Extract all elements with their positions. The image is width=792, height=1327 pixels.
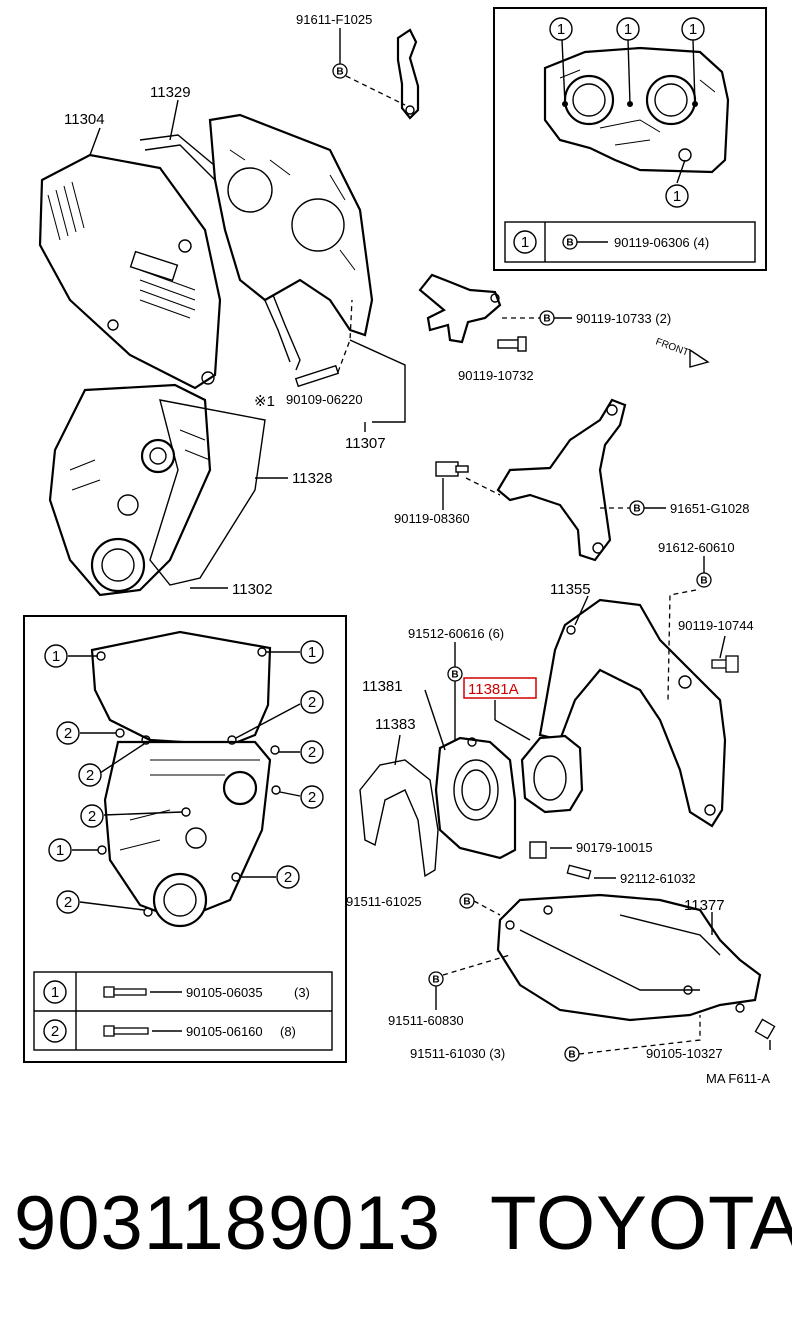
label-11328: 11328 xyxy=(292,470,333,487)
svg-text:1: 1 xyxy=(689,21,697,38)
inset-top-part-label: 90119-06306 (4) xyxy=(614,235,709,250)
callout-1-c: 1 xyxy=(681,17,705,41)
label-11329: 11329 xyxy=(150,84,191,101)
bolt-badge: B xyxy=(562,234,578,250)
callout-1-a: 1 xyxy=(549,17,573,41)
legend-row-2: 2 90105-06160 (8) xyxy=(43,1019,296,1043)
left-callout-2-g: 2 xyxy=(276,865,300,889)
svg-text:B: B xyxy=(463,897,470,908)
legend-callout-1: 1 xyxy=(513,230,537,254)
label-91511-60830: 91511-60830 xyxy=(388,1013,464,1028)
svg-text:1: 1 xyxy=(51,984,59,1001)
label-90109: 90109-06220 xyxy=(286,392,363,407)
label-91512: 91512-60616 (6) xyxy=(408,626,504,641)
label-90119-10744: 90119-10744 xyxy=(678,618,754,633)
svg-text:1: 1 xyxy=(52,648,60,665)
svg-text:90105-06035: 90105-06035 xyxy=(186,985,263,1000)
label-90119-10733: 90119-10733 (2) xyxy=(576,311,671,326)
left-callout-2-c: 2 xyxy=(78,763,102,787)
left-callout-1-b: 1 xyxy=(300,640,324,664)
svg-text:B: B xyxy=(568,1050,575,1061)
label-11381: 11381 xyxy=(362,678,403,695)
label-11302: 11302 xyxy=(232,581,273,598)
left-callout-2-d: 2 xyxy=(300,740,324,764)
left-callout-2-h: 2 xyxy=(56,890,80,914)
svg-text:1: 1 xyxy=(557,21,565,38)
svg-text:B: B xyxy=(543,314,550,325)
left-callout-1-c: 1 xyxy=(48,838,72,862)
svg-text:2: 2 xyxy=(308,694,316,711)
svg-text:B: B xyxy=(336,67,343,78)
label-90119-10732: 90119-10732 xyxy=(458,368,534,383)
brand-name: TOYOTA xyxy=(490,1181,792,1266)
diagram-code: MA F611-A xyxy=(706,1071,770,1086)
label-91511-61025: 91511-61025 xyxy=(346,894,422,909)
svg-text:B: B xyxy=(451,670,458,681)
svg-text:1: 1 xyxy=(308,644,316,661)
svg-text:1: 1 xyxy=(624,21,632,38)
badge-91511-60830: B xyxy=(428,971,444,987)
svg-text:1: 1 xyxy=(521,234,529,251)
badge-91511-61025: B xyxy=(459,893,475,909)
label-91612: 91612-60610 xyxy=(658,540,735,555)
svg-text:1: 1 xyxy=(56,842,64,859)
part-number: 9031189013 xyxy=(14,1181,442,1266)
svg-text:2: 2 xyxy=(284,869,292,886)
left-callout-2-e: 2 xyxy=(300,785,324,809)
svg-text:2: 2 xyxy=(86,767,94,784)
inset-top-right: 1 1 1 1 1 B 90119-06306 (4) xyxy=(493,7,767,271)
svg-text:2: 2 xyxy=(88,808,96,825)
left-callout-1-a: 1 xyxy=(44,644,68,668)
callout-1-d: 1 xyxy=(665,184,689,208)
svg-text:B: B xyxy=(700,576,707,587)
svg-text:B: B xyxy=(566,238,573,249)
label-90179: 90179-10015 xyxy=(576,840,653,855)
bracket-91611: B 91611-F1025 xyxy=(296,12,420,120)
svg-text:(8): (8) xyxy=(280,1024,296,1039)
badge-90119-10733: B xyxy=(539,310,555,326)
label-90119-08360: 90119-08360 xyxy=(394,511,470,526)
svg-text:B: B xyxy=(633,504,640,515)
svg-text:(3): (3) xyxy=(294,985,310,1000)
svg-text:2: 2 xyxy=(308,744,316,761)
svg-text:2: 2 xyxy=(64,725,72,742)
svg-text:2: 2 xyxy=(51,1023,59,1040)
callout-1-b: 1 xyxy=(616,17,640,41)
label-11383: 11383 xyxy=(375,716,416,733)
left-callout-2-f: 2 xyxy=(80,804,104,828)
svg-text:1: 1 xyxy=(673,188,681,205)
label-92112: 92112-61032 xyxy=(620,871,696,886)
parts-diagram: 1 1 1 1 1 B 90119-06306 (4) xyxy=(23,7,776,1086)
badge-91651: B xyxy=(629,500,645,516)
timing-cover-assembly: 11304 11329 ※1 90109-06220 11307 11328 1… xyxy=(38,84,406,598)
label-91511-61030: 91511-61030 (3) xyxy=(410,1046,505,1061)
badge-91611: B xyxy=(332,63,348,79)
rear-plate-assembly: 11355 B 91612-60610 90119-10744 11381A 1… xyxy=(346,540,776,1086)
label-91611: 91611-F1025 xyxy=(296,12,372,27)
label-11355: 11355 xyxy=(550,581,591,598)
badge-91612: B xyxy=(696,572,712,588)
legend-row-1: 1 90105-06035 (3) xyxy=(43,980,310,1004)
label-asterisk: ※1 xyxy=(254,393,275,410)
label-11377: 11377 xyxy=(684,897,725,914)
label-11307: 11307 xyxy=(345,435,386,452)
inset-left: 1 1 2 2 2 2 2 2 1 2 2 1 90105-06035 (3) … xyxy=(23,615,347,1063)
label-90105-10327: 90105-10327 xyxy=(646,1046,723,1061)
label-91651: 91651-G1028 xyxy=(670,501,750,516)
svg-text:2: 2 xyxy=(308,789,316,806)
bracket-lower: 90119-08360 B 91651-G1028 xyxy=(394,398,750,562)
svg-text:2: 2 xyxy=(64,894,72,911)
badge-91512: B xyxy=(447,666,463,682)
badge-91511-61030: B xyxy=(564,1046,580,1062)
label-11381A: 11381A xyxy=(468,681,519,698)
label-11304: 11304 xyxy=(64,111,105,128)
left-callout-2-b: 2 xyxy=(300,690,324,714)
front-indicator: FRONT xyxy=(654,336,690,358)
left-callout-2-a: 2 xyxy=(56,721,80,745)
svg-text:90105-06160: 90105-06160 xyxy=(186,1024,263,1039)
svg-text:B: B xyxy=(432,975,439,986)
bracket-upper: B 90119-10733 (2) 90119-10732 FRONT xyxy=(418,273,710,383)
